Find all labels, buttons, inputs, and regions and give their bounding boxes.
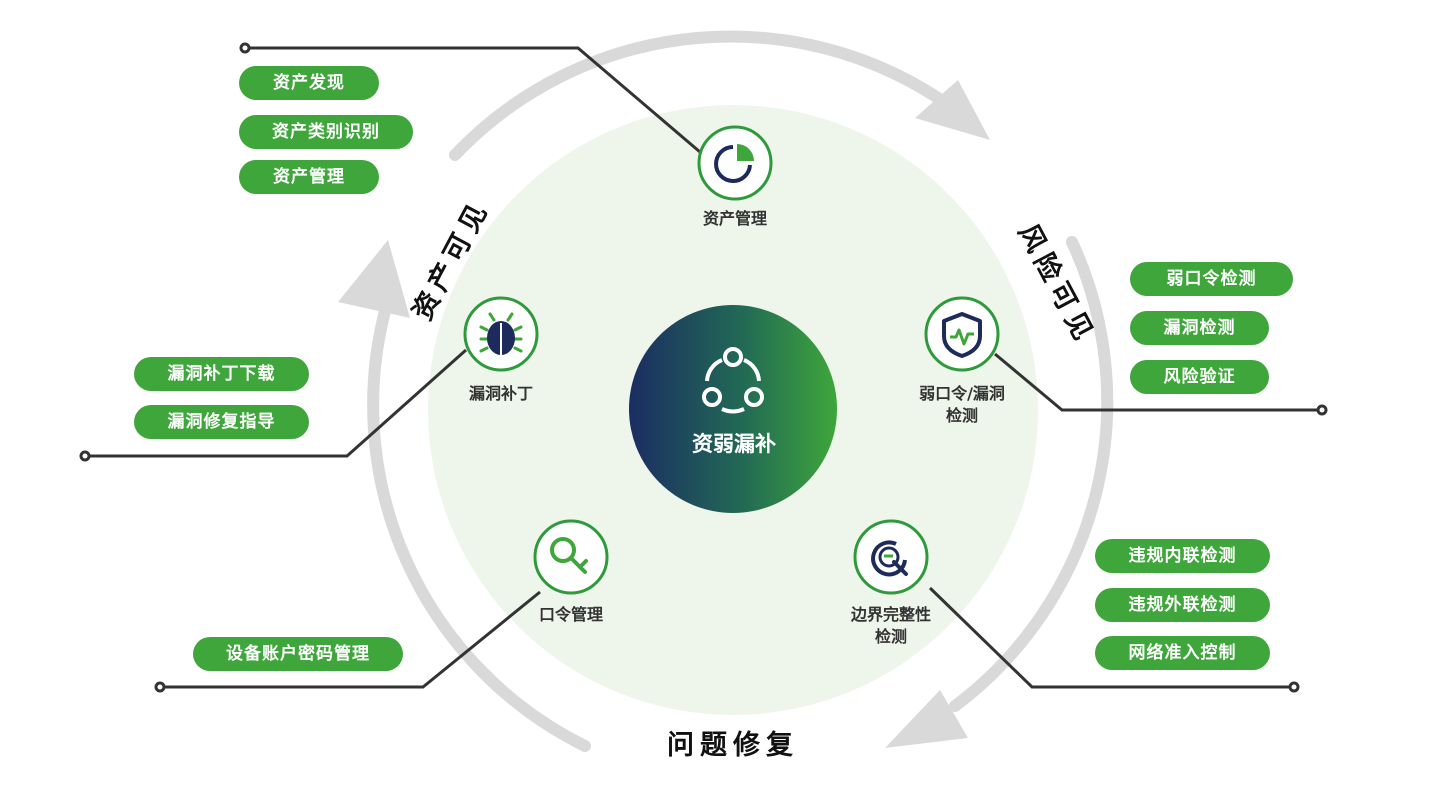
node-label-asset: 资产管理 (702, 209, 767, 228)
pill-asset-management: 资产管理 (239, 160, 379, 194)
connector-weak-pwd (994, 352, 1322, 412)
pill-fix-guidance: 漏洞修复指导 (134, 405, 309, 439)
pill-illegal-outer-link: 违规外联检测 (1095, 588, 1270, 622)
center-label: 资弱漏补 (692, 432, 776, 456)
node-label-weak-pwd: 弱口令/漏洞 检测 (882, 383, 1042, 427)
connector-pwd-mgmt (160, 590, 541, 689)
cycle-arrowhead-left (338, 240, 410, 318)
node-label-pwd-mgmt: 口令管理 (538, 605, 603, 624)
node-label-boundary: 边界完整性 检测 (811, 604, 971, 648)
pill-weak-pwd-detect: 弱口令检测 (1130, 262, 1293, 296)
connector-lines (85, 46, 1322, 689)
pill-patch-download: 漏洞补丁下载 (134, 357, 309, 391)
shield-pulse-icon (942, 312, 982, 358)
pill-device-account-pwd: 设备账户密码管理 (193, 637, 403, 671)
bug-icon (479, 312, 523, 355)
connector-boundary (928, 586, 1294, 689)
node-label-patch: 漏洞补丁 (468, 384, 533, 403)
pill-asset-discovery: 资产发现 (239, 66, 379, 100)
cycle-arrowhead-top (915, 80, 990, 140)
cycle-arc-left (367, 294, 591, 752)
node-label-boundary-line2: 检测 (874, 627, 907, 646)
search-target-icon (871, 540, 908, 577)
connector-asset (245, 46, 701, 154)
pie-chart-icon (714, 144, 754, 183)
pill-illegal-inner-link: 违规内联检测 (1095, 539, 1270, 573)
cycle-arc-top (449, 30, 964, 161)
cycle-arrowhead-right (885, 690, 968, 748)
cycle-arc-right (949, 236, 1114, 712)
pill-vuln-detect: 漏洞检测 (1130, 311, 1269, 345)
connector-end-dots (79, 42, 1328, 693)
center-circle (629, 305, 837, 513)
key-icon (550, 537, 588, 574)
node-circle-asset (697, 125, 773, 201)
pill-risk-verify: 风险验证 (1130, 360, 1269, 394)
connector-patch (85, 348, 467, 458)
pill-network-access-control: 网络准入控制 (1095, 636, 1270, 670)
node-label-boundary-line1: 边界完整性 (850, 605, 931, 624)
node-label-weak-pwd-line1: 弱口令/漏洞 (919, 384, 1005, 403)
pill-asset-type-recognition: 资产类别识别 (239, 115, 413, 149)
share-nodes-icon (702, 347, 764, 414)
phase-problem-fix: 问题修复 (667, 730, 799, 761)
node-label-weak-pwd-line2: 检测 (945, 406, 978, 425)
